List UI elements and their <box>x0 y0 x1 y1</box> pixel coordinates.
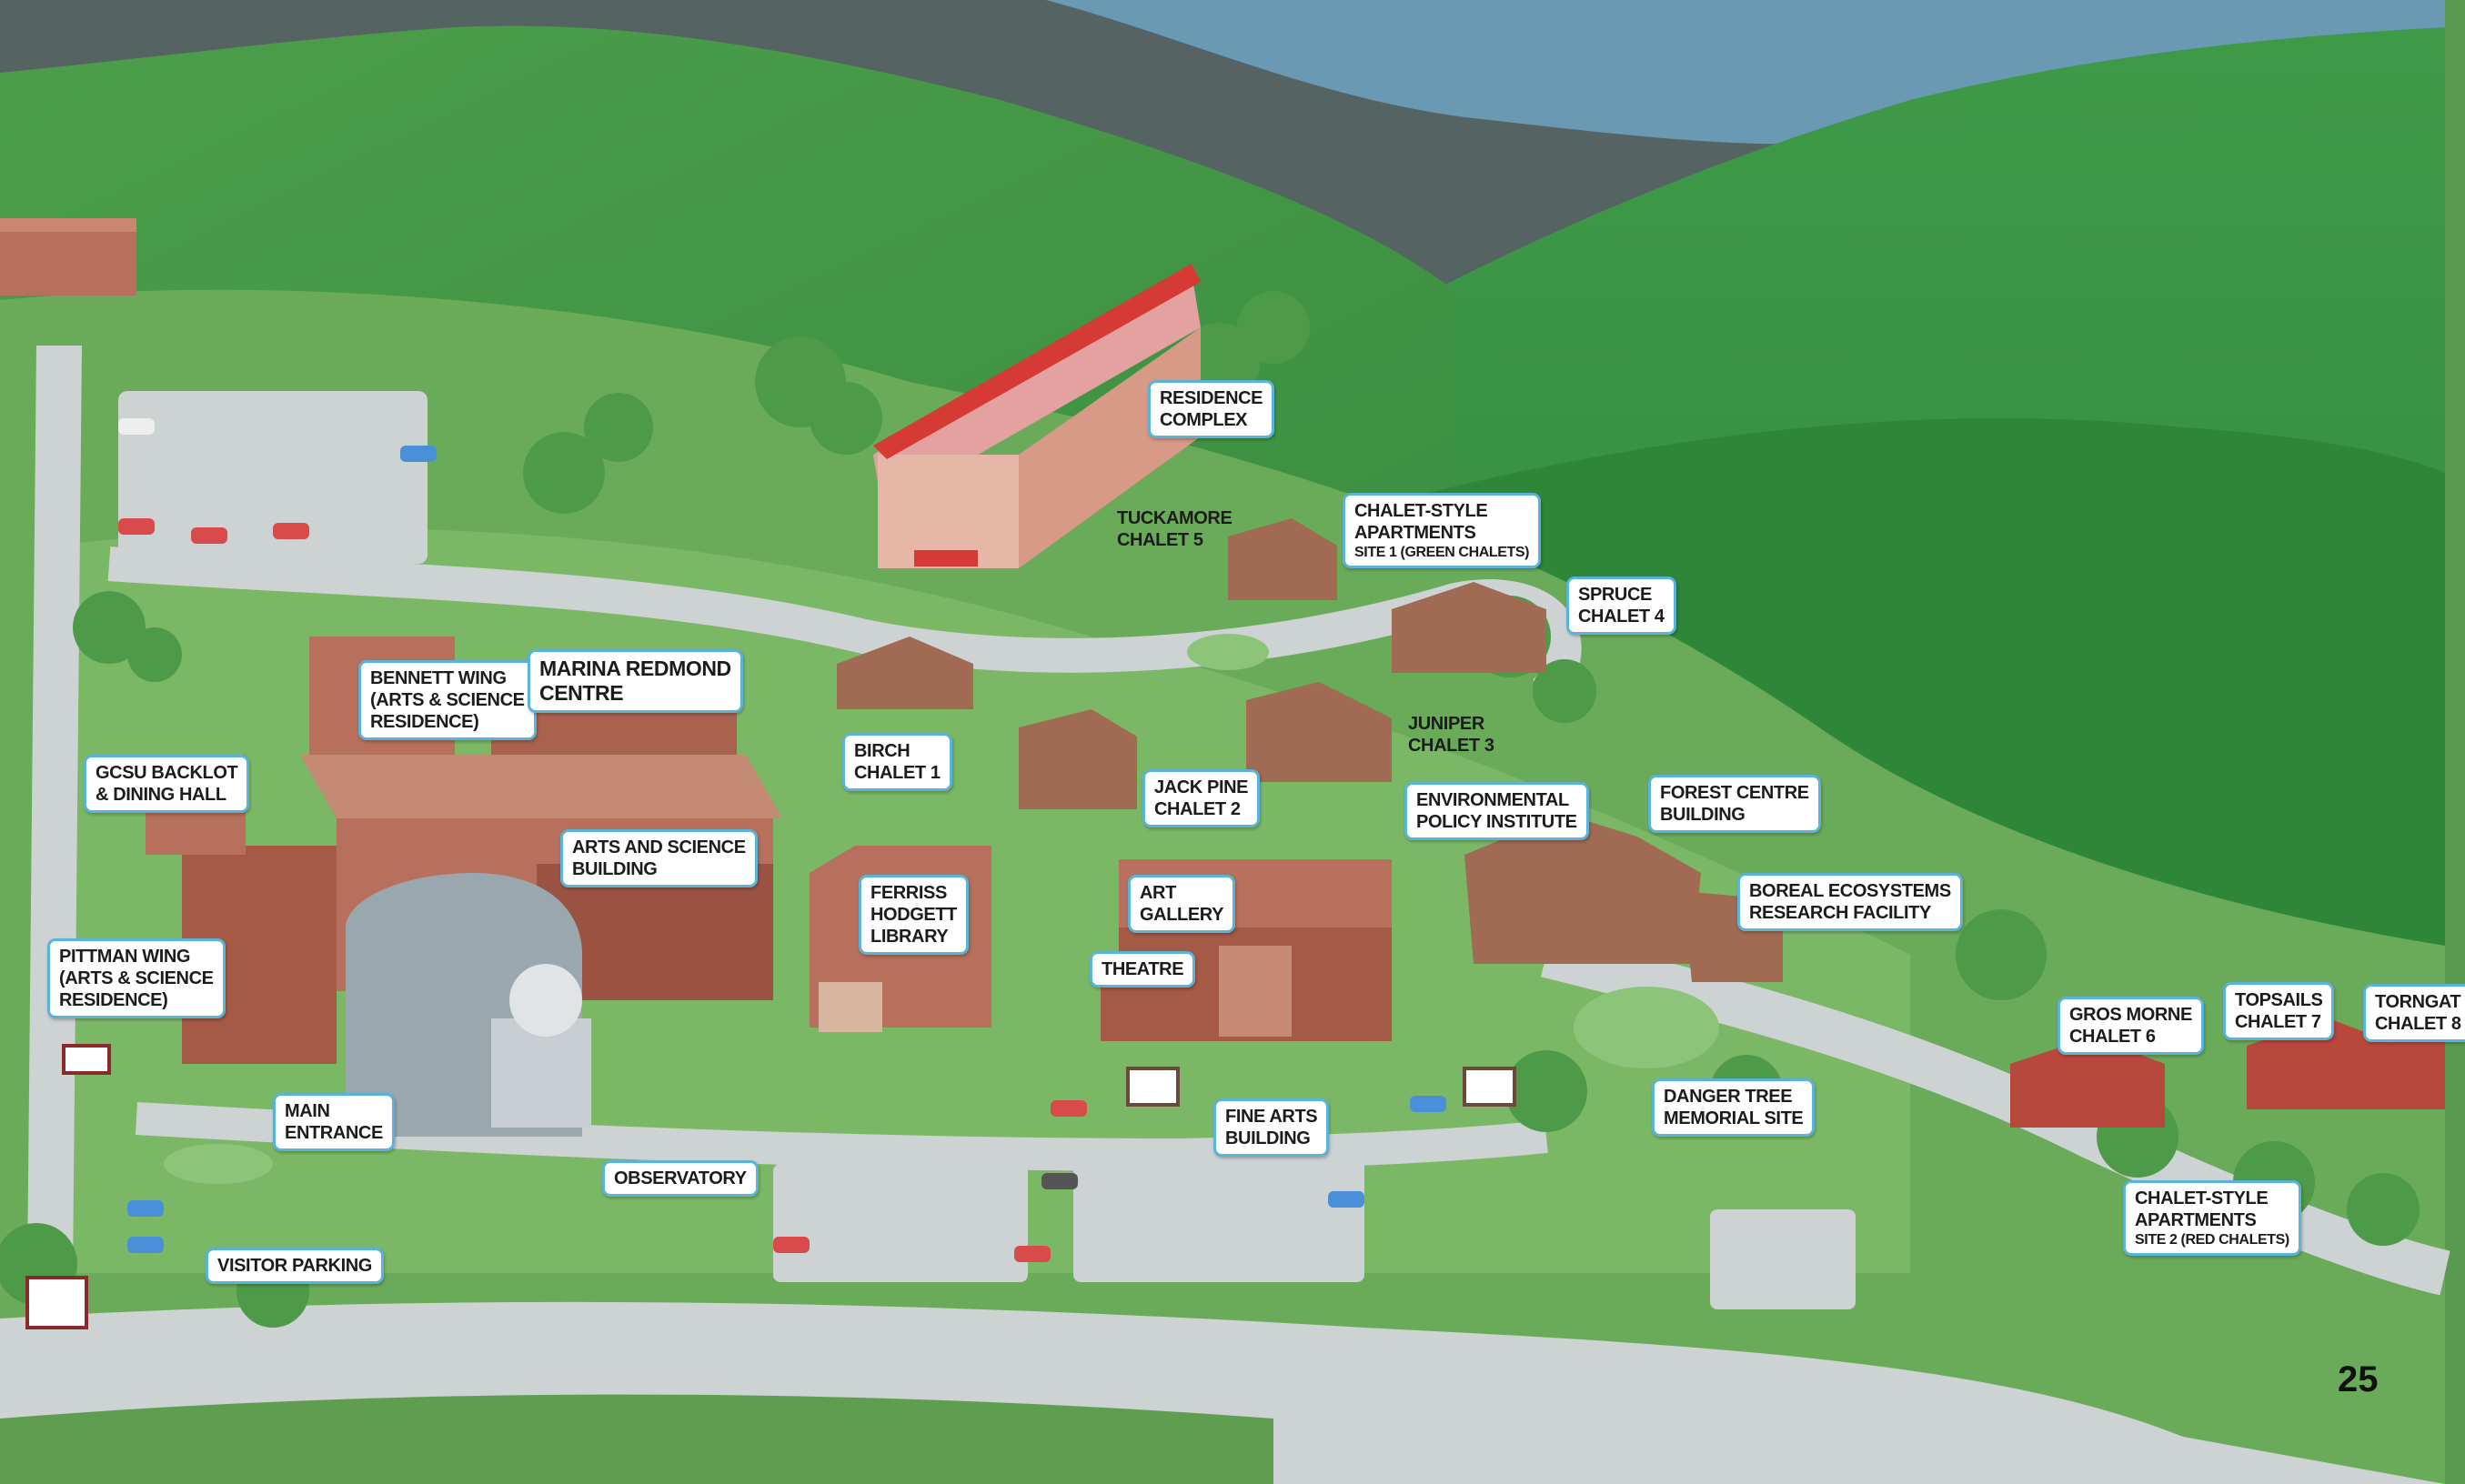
label-line: MEMORIAL SITE <box>1664 1108 1804 1128</box>
label-line: TUCKAMORE <box>1117 508 1232 528</box>
label-arts-and-science-building[interactable]: ARTS AND SCIENCE BUILDING <box>560 829 758 887</box>
label-line: CHALET 4 <box>1578 607 1665 627</box>
label-line: RESIDENCE) <box>59 990 168 1010</box>
label-line: RESIDENCE <box>1160 388 1263 408</box>
label-bennett-wing[interactable]: BENNETT WING (ARTS & SCIENCE RESIDENCE) <box>358 660 537 740</box>
label-line: (ARTS & SCIENCE <box>370 690 525 710</box>
label-spruce-chalet-4[interactable]: SPRUCE CHALET 4 <box>1566 577 1676 635</box>
label-line: APARTMENTS <box>1354 523 1476 543</box>
label-gcsu-backlot[interactable]: GCSU BACKLOT & DINING HALL <box>84 755 250 813</box>
lower-lawn <box>0 1394 1273 1484</box>
label-line: MAIN <box>285 1101 330 1121</box>
parking-lot-south <box>773 1164 1028 1282</box>
label-line: BUILDING <box>572 859 658 879</box>
label-line: SPRUCE <box>1578 585 1652 605</box>
label-line: GALLERY <box>1140 905 1224 925</box>
chalets <box>837 518 2445 1128</box>
label-line: ENVIRONMENTAL <box>1416 790 1569 810</box>
label-line: & DINING HALL <box>96 785 226 805</box>
entrance-circle <box>164 1144 273 1184</box>
label-line: (ARTS & SCIENCE <box>59 968 214 988</box>
label-line: CHALET 3 <box>1408 736 1494 756</box>
label-marina-redmond-centre[interactable]: MARINA REDMOND CENTRE <box>528 649 743 713</box>
label-line: JACK PINE <box>1154 777 1249 797</box>
label-line: OBSERVATORY <box>614 1168 747 1188</box>
label-line: CHALET 5 <box>1117 530 1203 550</box>
label-residence-complex[interactable]: RESIDENCE COMPLEX <box>1148 380 1275 438</box>
label-torngat-chalet-8[interactable]: TORNGAT CHALET 8 <box>2363 984 2465 1042</box>
label-chalet-apartments-site-2[interactable]: CHALET-STYLE APARTMENTS SITE 2 (RED CHAL… <box>2123 1180 2301 1256</box>
label-art-gallery[interactable]: ART GALLERY <box>1128 875 1236 933</box>
lawn-circle <box>1187 634 1269 670</box>
label-forest-centre-building[interactable]: FOREST CENTRE BUILDING <box>1648 775 1821 833</box>
label-theatre[interactable]: THEATRE <box>1090 951 1196 988</box>
label-line: BENNETT WING <box>370 668 507 688</box>
label-line: FERRISS <box>870 883 947 903</box>
label-line: HODGETT <box>870 905 957 925</box>
parked-cars <box>118 418 1446 1262</box>
label-line: FOREST CENTRE <box>1660 783 1809 803</box>
label-line: GCSU BACKLOT <box>96 763 238 783</box>
label-jack-pine-chalet-2[interactable]: JACK PINE CHALET 2 <box>1142 769 1261 827</box>
garden-circle <box>1574 987 1719 1068</box>
label-line: CENTRE <box>539 681 624 705</box>
label-boreal-ecosystems[interactable]: BOREAL ECOSYSTEMS RESEARCH FACILITY <box>1737 873 1963 931</box>
left-road <box>27 346 82 1273</box>
label-line: JUNIPER <box>1408 714 1484 734</box>
label-gros-morne-chalet-6[interactable]: GROS MORNE CHALET 6 <box>2058 997 2204 1055</box>
label-line: ARTS AND SCIENCE <box>572 837 746 857</box>
parking-lot-north <box>118 391 428 564</box>
page-number: 25 <box>2338 1359 2379 1399</box>
label-tuckamore-chalet-5[interactable]: TUCKAMORE CHALET 5 <box>1117 507 1232 551</box>
label-line: TOPSAILS <box>2235 990 2323 1010</box>
label-chalet-apartments-site-1[interactable]: CHALET-STYLE APARTMENTS SITE 1 (GREEN CH… <box>1343 493 1542 568</box>
label-environmental-policy-institute[interactable]: ENVIRONMENTAL POLICY INSTITUTE <box>1404 782 1589 840</box>
label-visitor-parking[interactable]: VISITOR PARKING <box>206 1248 384 1284</box>
label-topsails-chalet-7[interactable]: TOPSAILS CHALET 7 <box>2223 982 2335 1040</box>
label-fine-arts-building[interactable]: FINE ARTS BUILDING <box>1213 1098 1330 1157</box>
label-observatory[interactable]: OBSERVATORY <box>602 1160 759 1197</box>
label-line: RESEARCH FACILITY <box>1749 903 1931 923</box>
label-line: CHALET-STYLE <box>1354 501 1488 521</box>
label-line: ART <box>1140 883 1176 903</box>
label-line: ENTRANCE <box>285 1123 383 1143</box>
label-line: POLICY INSTITUTE <box>1416 812 1577 832</box>
label-line: VISITOR PARKING <box>217 1256 372 1276</box>
parking-lot-southeast <box>1073 1155 1364 1282</box>
label-line: BUILDING <box>1225 1128 1311 1148</box>
label-ferriss-hodgett-library[interactable]: FERRISS HODGETT LIBRARY <box>859 875 969 955</box>
label-line: SITE 2 (RED CHALETS) <box>2135 1232 2289 1248</box>
label-line: GROS MORNE <box>2069 1005 2192 1025</box>
label-line: TORNGAT <box>2375 992 2461 1012</box>
label-line: FINE ARTS <box>1225 1107 1318 1127</box>
label-line: BOREAL ECOSYSTEMS <box>1749 881 1951 901</box>
label-birch-chalet-1[interactable]: BIRCH CHALET 1 <box>842 733 952 791</box>
label-line: CHALET 1 <box>854 763 941 783</box>
signs <box>25 1044 1516 1329</box>
label-line: LIBRARY <box>870 927 949 947</box>
label-line: THEATRE <box>1102 959 1184 979</box>
distant-building <box>0 218 136 296</box>
label-line: RESIDENCE) <box>370 712 479 732</box>
label-line: CHALET 7 <box>2235 1012 2321 1032</box>
label-line: DANGER TREE <box>1664 1087 1793 1107</box>
label-line: MARINA REDMOND <box>539 657 731 680</box>
label-pittman-wing[interactable]: PITTMAN WING (ARTS & SCIENCE RESIDENCE) <box>47 938 226 1018</box>
label-line: SITE 1 (GREEN CHALETS) <box>1354 545 1530 560</box>
label-line: BIRCH <box>854 741 911 761</box>
label-line: CHALET 8 <box>2375 1014 2461 1034</box>
label-line: CHALET 2 <box>1154 799 1241 819</box>
label-danger-tree-memorial-site[interactable]: DANGER TREE MEMORIAL SITE <box>1652 1078 1816 1137</box>
label-line: PITTMAN WING <box>59 947 191 967</box>
label-line: CHALET 6 <box>2069 1027 2156 1047</box>
label-line: COMPLEX <box>1160 410 1248 430</box>
label-line: APARTMENTS <box>2135 1210 2257 1230</box>
label-line: BUILDING <box>1660 805 1746 825</box>
label-line: CHALET-STYLE <box>2135 1188 2269 1208</box>
label-juniper-chalet-3[interactable]: JUNIPER CHALET 3 <box>1408 713 1494 757</box>
label-main-entrance[interactable]: MAIN ENTRANCE <box>273 1093 395 1151</box>
parking-lot-east <box>1710 1209 1856 1309</box>
